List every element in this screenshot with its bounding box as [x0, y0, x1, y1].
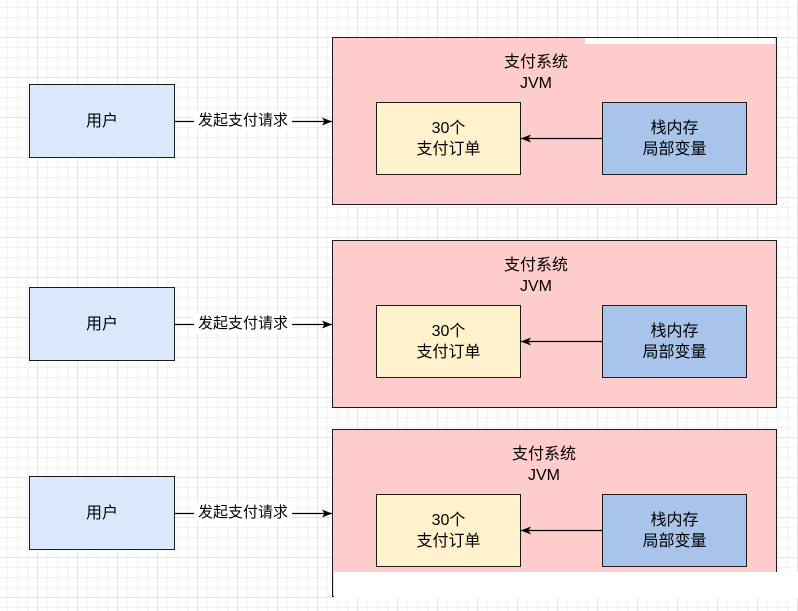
user-label: 用户 — [85, 112, 118, 130]
jvm-label: JVM — [520, 75, 552, 92]
local-variables-label: 局部变量 — [642, 343, 707, 361]
local-variables-label: 局部变量 — [642, 140, 707, 158]
jvm-label: JVM — [520, 278, 552, 295]
system-title: 支付系统 JVM — [436, 52, 636, 94]
user-node: 用户 — [29, 476, 175, 550]
orders-count-label: 30个 — [431, 322, 466, 340]
stack-memory-label: 栈内存 — [650, 119, 699, 137]
request-label: 发起支付请求 — [194, 314, 292, 334]
orders-node: 30个 支付订单 — [376, 305, 521, 378]
user-node: 用户 — [29, 84, 175, 158]
local-variables-label: 局部变量 — [642, 532, 707, 550]
stack-memory-node: 栈内存 局部变量 — [602, 102, 747, 175]
user-node: 用户 — [29, 287, 175, 361]
system-title: 支付系统 JVM — [436, 255, 636, 297]
orders-count-label: 30个 — [431, 119, 466, 137]
orders-label: 支付订单 — [416, 532, 481, 550]
jvm-label: JVM — [528, 467, 560, 484]
orders-label: 支付订单 — [416, 140, 481, 158]
user-label: 用户 — [85, 315, 118, 333]
request-label: 发起支付请求 — [194, 503, 292, 523]
orders-node: 30个 支付订单 — [376, 494, 521, 567]
request-label: 发起支付请求 — [194, 111, 292, 131]
stack-memory-node: 栈内存 局部变量 — [602, 305, 747, 378]
user-label: 用户 — [85, 504, 118, 522]
system-name: 支付系统 — [511, 446, 576, 463]
stack-memory-label: 栈内存 — [650, 322, 699, 340]
orders-node: 30个 支付订单 — [376, 102, 521, 175]
orders-count-label: 30个 — [431, 511, 466, 529]
stack-memory-node: 栈内存 局部变量 — [602, 494, 747, 567]
system-name: 支付系统 — [503, 54, 568, 71]
system-title: 支付系统 JVM — [444, 444, 644, 486]
system-name: 支付系统 — [503, 257, 568, 274]
blank-overlay — [585, 38, 775, 44]
orders-label: 支付订单 — [416, 343, 481, 361]
stack-memory-label: 栈内存 — [650, 511, 699, 529]
blank-overlay — [334, 572, 798, 598]
